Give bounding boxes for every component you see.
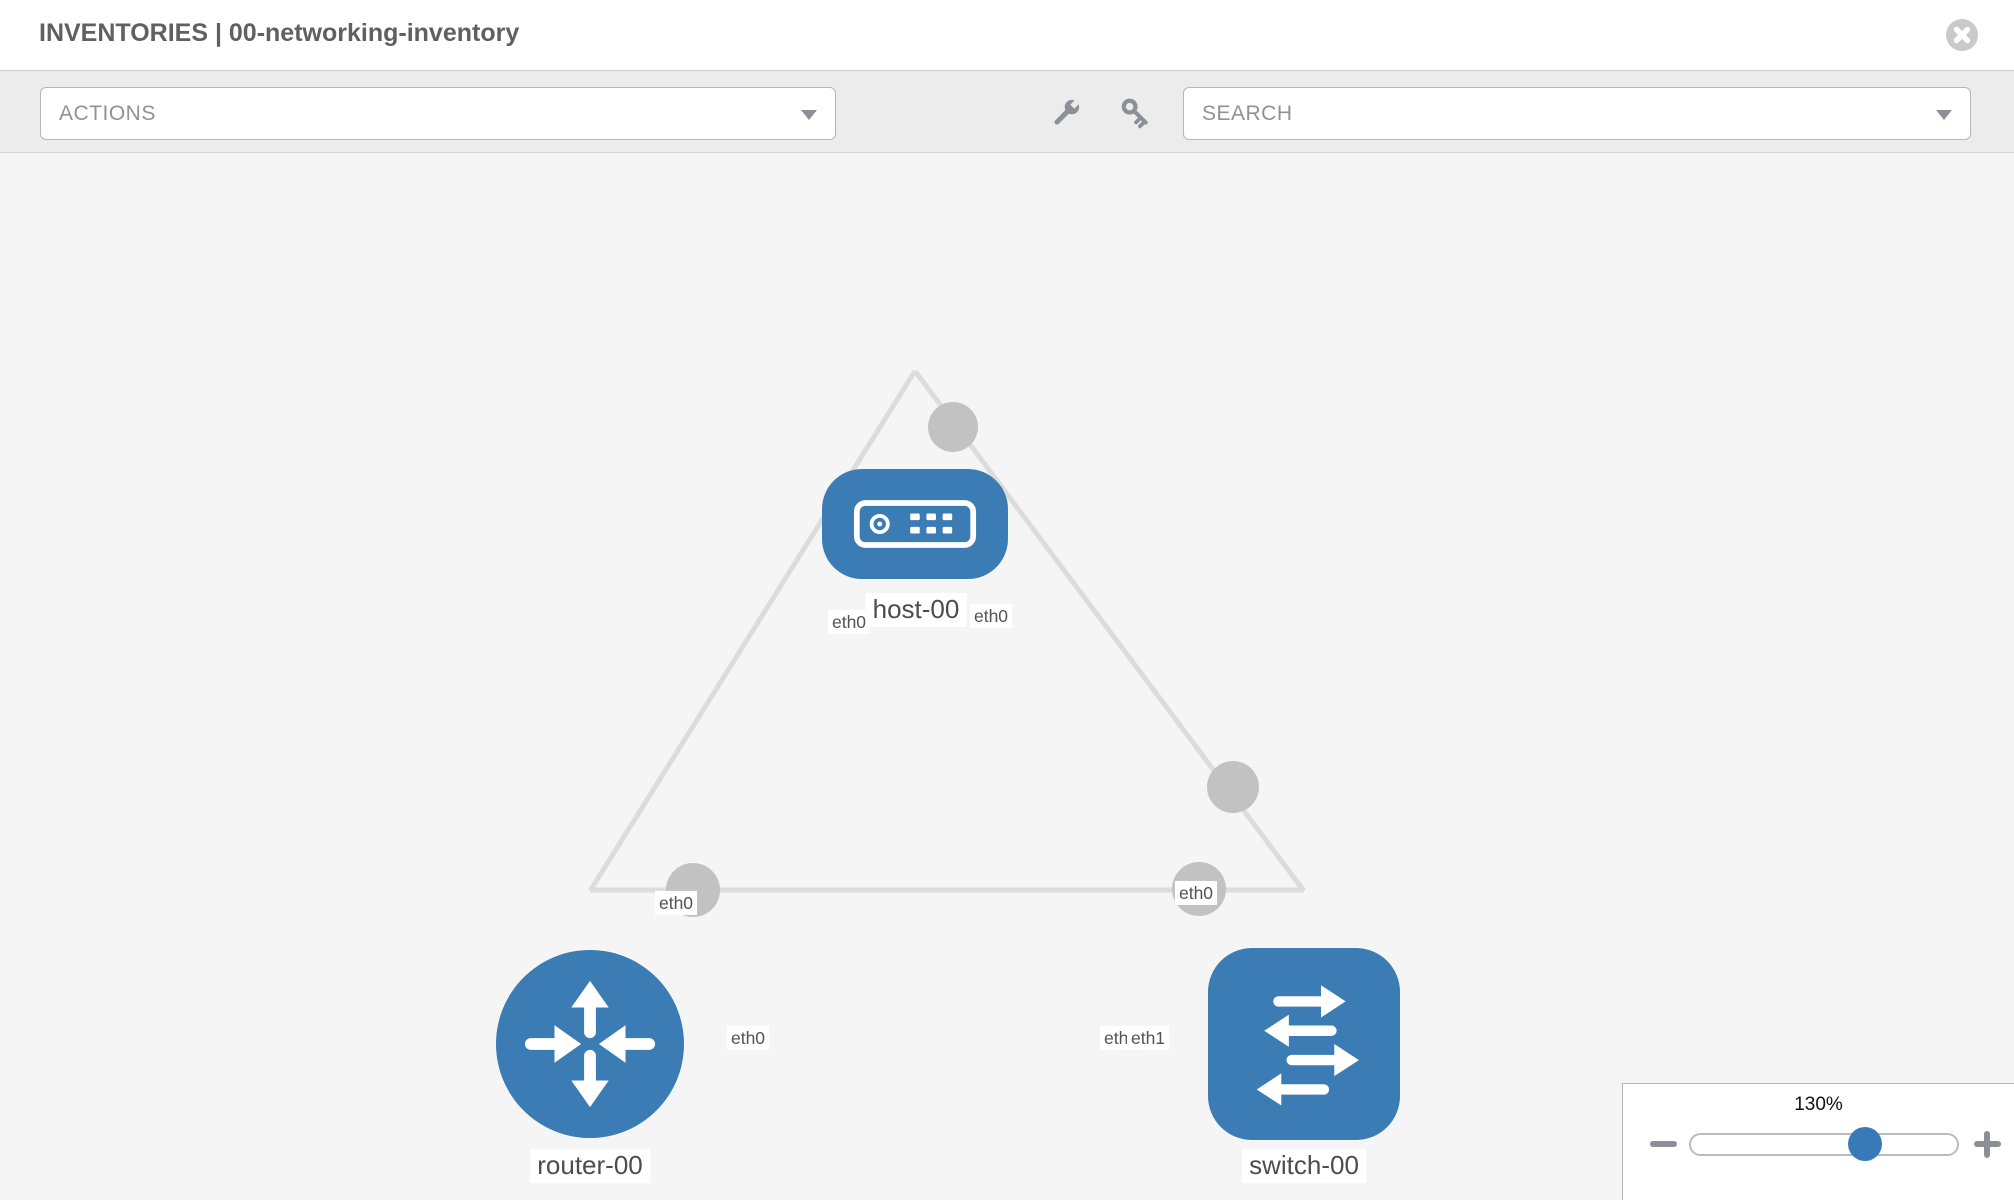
if-label-router-switch-near-router: eth0 [726,1025,770,1051]
if-label-host-right: eth0 [969,603,1013,629]
node-label-host: host-00 [865,593,967,627]
if-label-router-host-link: eth0 [654,890,698,916]
if-label-host-left: eth0 [827,609,871,635]
actions-dropdown-label: ACTIONS [59,101,156,125]
zoom-percent-label: 130% [1794,1094,1843,1115]
interface-stub-switch-top[interactable] [1207,761,1259,813]
interface-stub-host-bottom[interactable] [928,402,978,452]
link-host-switch[interactable] [912,369,1307,893]
if-label-router-switch-near-switch-front: eth1 [1126,1025,1170,1051]
host-icon [853,500,977,548]
key-icon[interactable] [1118,95,1154,131]
zoom-slider-thumb[interactable] [1848,1127,1882,1161]
zoom-control-panel: 130% [1622,1083,2014,1200]
link-host-router[interactable] [587,369,918,893]
zoom-slider-track[interactable] [1689,1133,1959,1156]
close-icon [1953,26,1971,44]
if-label-switch-host-link: eth0 [1174,880,1218,906]
page-title: INVENTORIES | 00-networking-inventory [39,19,520,47]
node-label-router: router-00 [530,1149,650,1183]
toolbar: ACTIONS SEARCH [0,71,2014,153]
chevron-down-icon [1936,109,1952,120]
wrench-icon[interactable] [1048,95,1084,131]
chevron-down-icon [801,109,817,120]
close-button[interactable] [1946,19,1978,51]
node-host-00[interactable] [822,469,1008,579]
actions-dropdown[interactable]: ACTIONS [40,87,836,140]
search-dropdown[interactable]: SEARCH [1183,87,1971,140]
node-label-switch: switch-00 [1242,1149,1366,1183]
switch-icon [1256,985,1359,1106]
node-switch-00[interactable] [1208,948,1400,1140]
node-router-00[interactable] [496,950,684,1138]
zoom-in-button[interactable] [1974,1131,2001,1158]
header-bar: INVENTORIES | 00-networking-inventory [0,0,2014,71]
router-icon [524,980,656,1108]
topology-canvas[interactable]: host-00 router-00 switch-00 eth0 eth0 et… [0,153,2014,1200]
links-layer [587,369,1307,917]
zoom-out-button[interactable] [1650,1141,1677,1147]
search-dropdown-label: SEARCH [1202,101,1293,125]
